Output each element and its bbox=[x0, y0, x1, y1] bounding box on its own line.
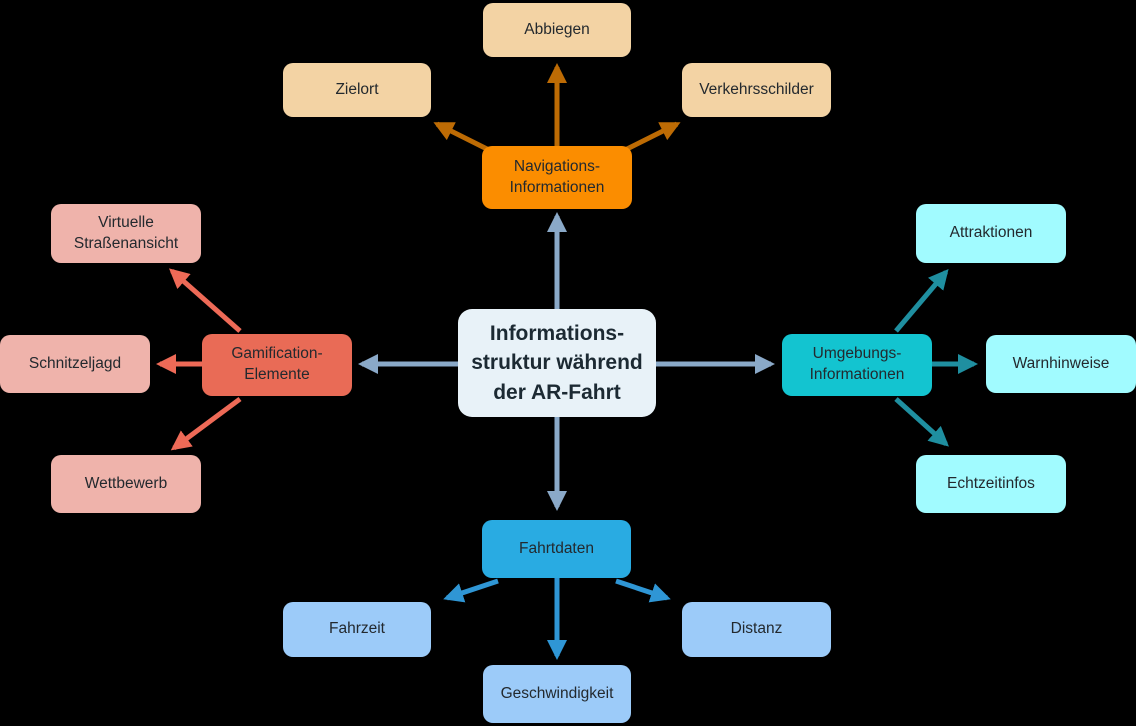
node-distanz[interactable]: Distanz bbox=[682, 602, 831, 657]
umgebungs-informationen-label: Umgebungs- Informationen bbox=[809, 345, 905, 383]
edge-gamification-to-virtuelle bbox=[169, 268, 242, 333]
edge-umgebung-to-echtzeitinfos bbox=[894, 397, 949, 447]
schnitzeljagd-label: Schnitzeljagd bbox=[28, 354, 122, 372]
echtzeitinfos-label: Echtzeitinfos bbox=[947, 474, 1035, 492]
verkehrsschilder-label: Verkehrsschilder bbox=[699, 80, 814, 98]
virtuelle-strassenansicht-label: Virtuelle Straßenansicht bbox=[73, 213, 179, 252]
node-gamification-elemente[interactable]: Gamification- Elemente bbox=[202, 334, 352, 396]
gamification-elemente-label: Gamification- Elemente bbox=[231, 345, 323, 383]
edge-gamification-to-wettbewerb bbox=[170, 396, 242, 451]
edge-fahrt-to-fahrzeit bbox=[443, 578, 499, 603]
node-schnitzeljagd[interactable]: Schnitzeljagd bbox=[0, 335, 150, 393]
zielort-label: Zielort bbox=[335, 80, 379, 98]
fahrzeit-label: Fahrzeit bbox=[329, 620, 385, 638]
node-geschwindigkeit[interactable]: Geschwindigkeit bbox=[483, 665, 631, 723]
warnhinweise-label: Warnhinweise bbox=[1012, 354, 1110, 372]
node-verkehrsschilder[interactable]: Verkehrsschilder bbox=[682, 63, 831, 117]
edge-navigation-to-verkehrsschilder bbox=[623, 121, 681, 153]
central-topic-label: Informations- struktur während der AR-Fa… bbox=[471, 321, 643, 404]
fahrtdaten-label: Fahrtdaten bbox=[519, 539, 594, 557]
distanz-label: Distanz bbox=[730, 620, 783, 638]
edge-navigation-to-zielort bbox=[433, 121, 491, 153]
node-attraktionen[interactable]: Attraktionen bbox=[916, 204, 1066, 263]
geschwindigkeit-label: Geschwindigkeit bbox=[500, 684, 614, 702]
node-navigations-informationen[interactable]: Navigations- Informationen bbox=[482, 146, 632, 209]
node-fahrtdaten[interactable]: Fahrtdaten bbox=[482, 520, 631, 578]
node-wettbewerb[interactable]: Wettbewerb bbox=[51, 455, 201, 513]
wettbewerb-label: Wettbewerb bbox=[84, 474, 168, 492]
node-abbiegen[interactable]: Abbiegen bbox=[483, 3, 631, 57]
navigations-informationen-label: Navigations- Informationen bbox=[509, 157, 605, 196]
abbiegen-label: Abbiegen bbox=[524, 20, 590, 38]
node-echtzeitinfos[interactable]: Echtzeitinfos bbox=[916, 455, 1066, 513]
edge-umgebung-to-attraktionen bbox=[894, 268, 949, 333]
node-central-topic[interactable]: Informations- struktur während der AR-Fa… bbox=[458, 309, 656, 417]
node-zielort[interactable]: Zielort bbox=[283, 63, 431, 117]
node-virtuelle-strassenansicht[interactable]: Virtuelle Straßenansicht bbox=[51, 204, 201, 263]
attraktionen-label: Attraktionen bbox=[949, 224, 1033, 242]
node-fahrzeit[interactable]: Fahrzeit bbox=[283, 602, 431, 657]
node-umgebungs-informationen[interactable]: Umgebungs- Informationen bbox=[782, 334, 932, 396]
edge-fahrt-to-distanz bbox=[615, 578, 671, 603]
node-warnhinweise[interactable]: Warnhinweise bbox=[986, 335, 1136, 393]
